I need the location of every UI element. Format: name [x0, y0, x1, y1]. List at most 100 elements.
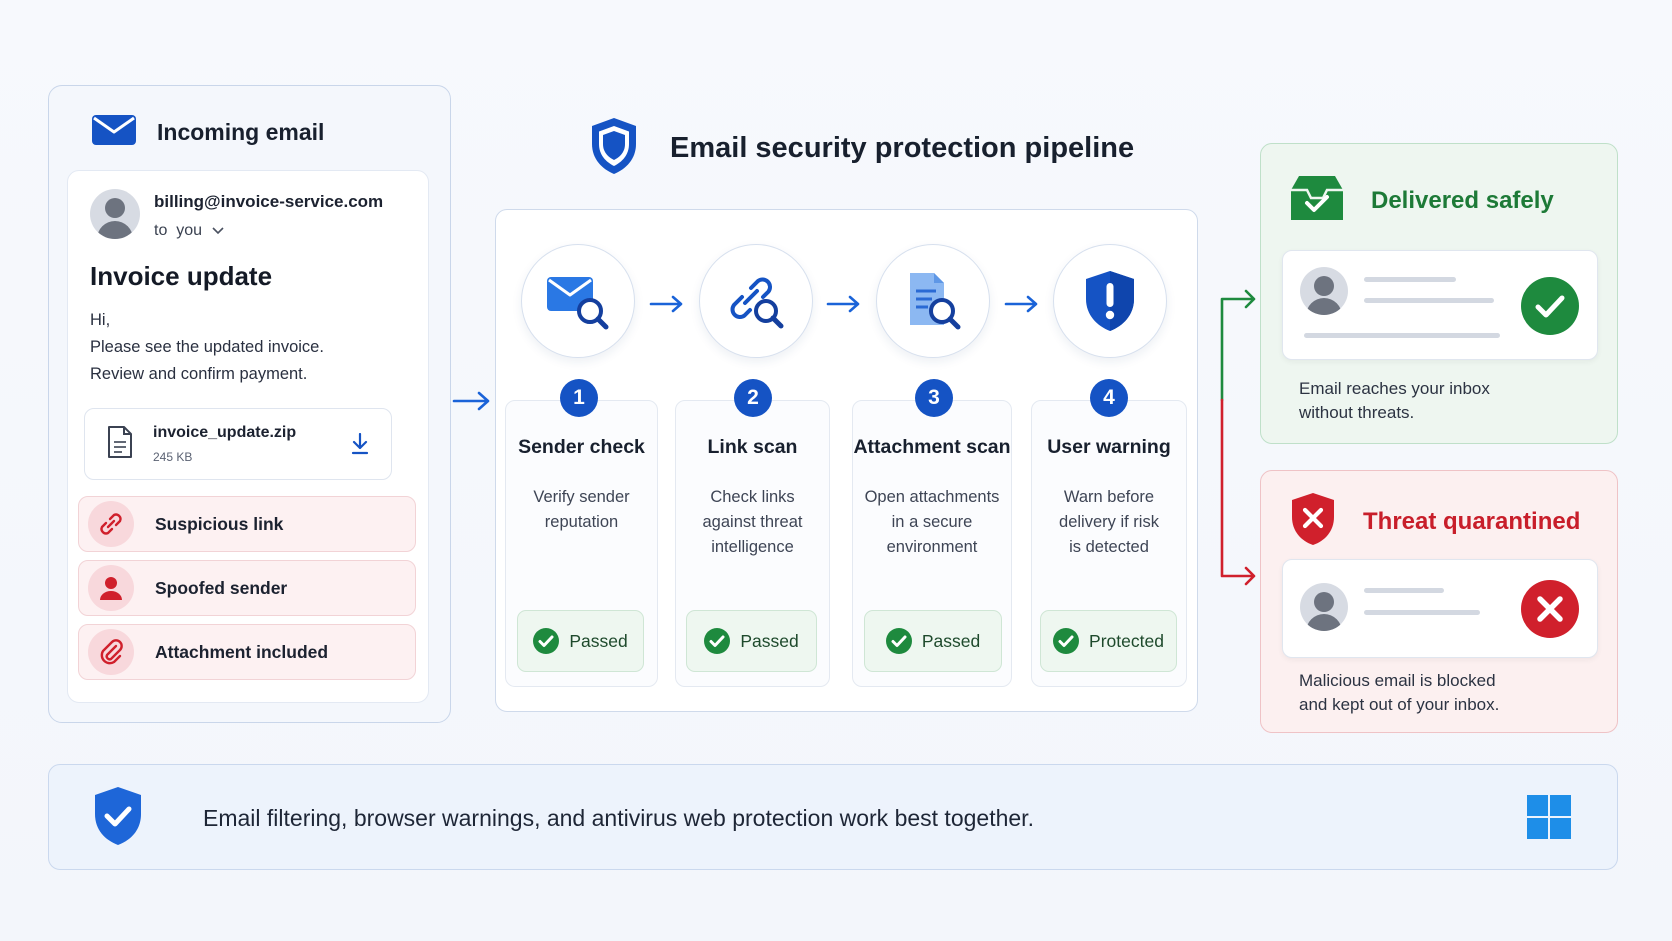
- x-circle-icon: [1521, 580, 1579, 643]
- document-search-icon: [876, 244, 990, 358]
- description-line: without threats.: [1299, 403, 1415, 422]
- step-description-line: is detected: [1069, 538, 1149, 556]
- step-description: Open attachments in a secure environment: [852, 485, 1012, 560]
- step-number: 1: [560, 379, 598, 417]
- arrow-right-icon: [826, 295, 860, 313]
- sender-row: billing@invoice-service.com to you: [90, 189, 383, 240]
- branch-arrows-icon: [1220, 289, 1256, 586]
- flow-arrow-icon: [452, 391, 490, 411]
- avatar: [1300, 267, 1348, 315]
- email-message-card[interactable]: billing@invoice-service.com to you Invoi…: [67, 170, 429, 703]
- step-description-line: environment: [886, 538, 978, 556]
- email-subject: Invoice update: [90, 261, 273, 291]
- chevron-down-icon: [212, 227, 224, 235]
- step-description-line: Open attachments: [864, 488, 1000, 506]
- incoming-email-title: Incoming email: [157, 119, 325, 145]
- arrow-right-icon: [1004, 295, 1038, 313]
- check-circle-icon: [1053, 628, 1080, 654]
- mock-email-card: [1282, 559, 1598, 658]
- step-description-line: reputation: [544, 513, 619, 531]
- text-line-placeholder: [1364, 277, 1456, 282]
- step-description-line: Verify sender: [533, 488, 630, 506]
- description-line: and kept out of your inbox.: [1299, 695, 1500, 714]
- banner-text: Email filtering, browser warnings, and a…: [203, 805, 1034, 831]
- step-description: Check links against threat intelligence: [675, 485, 830, 560]
- warning-label: Spoofed sender: [155, 577, 288, 598]
- warning-suspicious-link: Suspicious link: [78, 496, 416, 552]
- avatar: [1300, 583, 1348, 631]
- step-description: Warn before delivery if risk is detected: [1031, 485, 1187, 560]
- delivered-header: Delivered safely: [1289, 172, 1554, 229]
- shield-alert-icon: [1053, 244, 1167, 358]
- email-body: Hi, Please see the updated invoice. Revi…: [90, 307, 324, 388]
- info-banner: Email filtering, browser warnings, and a…: [48, 764, 1618, 870]
- shield-x-icon: [1289, 491, 1337, 552]
- shield-check-icon: [92, 785, 144, 852]
- text-line-placeholder: [1364, 588, 1444, 593]
- threat-quarantined-panel: Threat quarantined Malicious email is bl…: [1260, 470, 1618, 733]
- shield-icon: [588, 116, 640, 181]
- paperclip-icon: [88, 629, 134, 675]
- step-description-line: against threat: [702, 513, 803, 531]
- description-line: Malicious email is blocked: [1299, 671, 1496, 690]
- status-label: Passed: [740, 630, 799, 651]
- warning-spoofed-sender: Spoofed sender: [78, 560, 416, 616]
- step-number: 4: [1090, 379, 1128, 417]
- status-label: Protected: [1089, 630, 1164, 651]
- envelope-icon: [91, 114, 137, 151]
- windows-logo-icon: [1527, 795, 1571, 844]
- step-number: 3: [915, 379, 953, 417]
- attachment-size: 245 KB: [153, 450, 193, 464]
- step-description-line: Warn before: [1063, 488, 1155, 506]
- step-title: Link scan: [707, 436, 798, 458]
- status-label: Passed: [569, 630, 628, 651]
- step-description-line: delivery if risk: [1059, 513, 1159, 531]
- broken-link-icon: [88, 501, 134, 547]
- inbox-check-icon: [1289, 172, 1345, 229]
- email-body-line: Please see the updated invoice.: [90, 338, 324, 356]
- status-label: Passed: [921, 630, 981, 651]
- delivered-title: Delivered safely: [1371, 186, 1554, 214]
- check-circle-icon: [533, 628, 560, 654]
- attachment-item[interactable]: invoice_update.zip 245 KB: [84, 408, 392, 480]
- sender-avatar: [90, 189, 140, 239]
- step-description-line: intelligence: [711, 538, 794, 556]
- step-number: 2: [734, 379, 772, 417]
- step-description-line: Check links: [710, 488, 795, 506]
- link-search-icon: [699, 244, 813, 358]
- download-icon[interactable]: [351, 432, 369, 460]
- mail-search-icon: [521, 244, 635, 358]
- status-badge: Passed: [864, 610, 1002, 672]
- step-title: User warning: [1047, 436, 1171, 458]
- text-line-placeholder: [1304, 333, 1500, 338]
- text-line-placeholder: [1364, 610, 1480, 615]
- incoming-email-panel: Incoming email billing@invoice-service.c…: [48, 85, 451, 723]
- status-badge: Protected: [1040, 610, 1177, 672]
- delivered-description: Email reaches your inbox without threats…: [1299, 377, 1490, 425]
- person-icon: [88, 565, 134, 611]
- threat-header: Threat quarantined: [1289, 491, 1580, 552]
- pipeline-title: Email security protection pipeline: [670, 132, 1135, 164]
- description-line: Email reaches your inbox: [1299, 379, 1490, 398]
- pipeline-header: Email security protection pipeline: [588, 116, 1134, 181]
- status-badge: Passed: [517, 610, 644, 672]
- step-title: Sender check: [518, 436, 645, 458]
- warning-label: Attachment included: [155, 641, 329, 662]
- recipient-dropdown[interactable]: to you: [154, 222, 383, 240]
- attachment-name: invoice_update.zip: [153, 424, 297, 441]
- mock-email-card: [1282, 250, 1598, 360]
- status-badge: Passed: [686, 610, 817, 672]
- email-body-line: Hi,: [90, 311, 111, 329]
- threat-description: Malicious email is blocked and kept out …: [1299, 669, 1499, 717]
- email-body-line: Review and confirm payment.: [90, 365, 308, 383]
- threat-title: Threat quarantined: [1363, 507, 1581, 535]
- file-icon: [107, 425, 133, 464]
- delivered-safely-panel: Delivered safely Email reaches your inbo…: [1260, 143, 1618, 444]
- warning-attachment: Attachment included: [78, 624, 416, 680]
- incoming-email-header: Incoming email: [91, 114, 324, 151]
- sender-email: billing@invoice-service.com: [154, 192, 384, 211]
- warning-label: Suspicious link: [155, 513, 284, 534]
- recipient-label: to you: [154, 222, 203, 239]
- text-line-placeholder: [1364, 298, 1494, 303]
- step-description-line: in a secure: [891, 513, 973, 531]
